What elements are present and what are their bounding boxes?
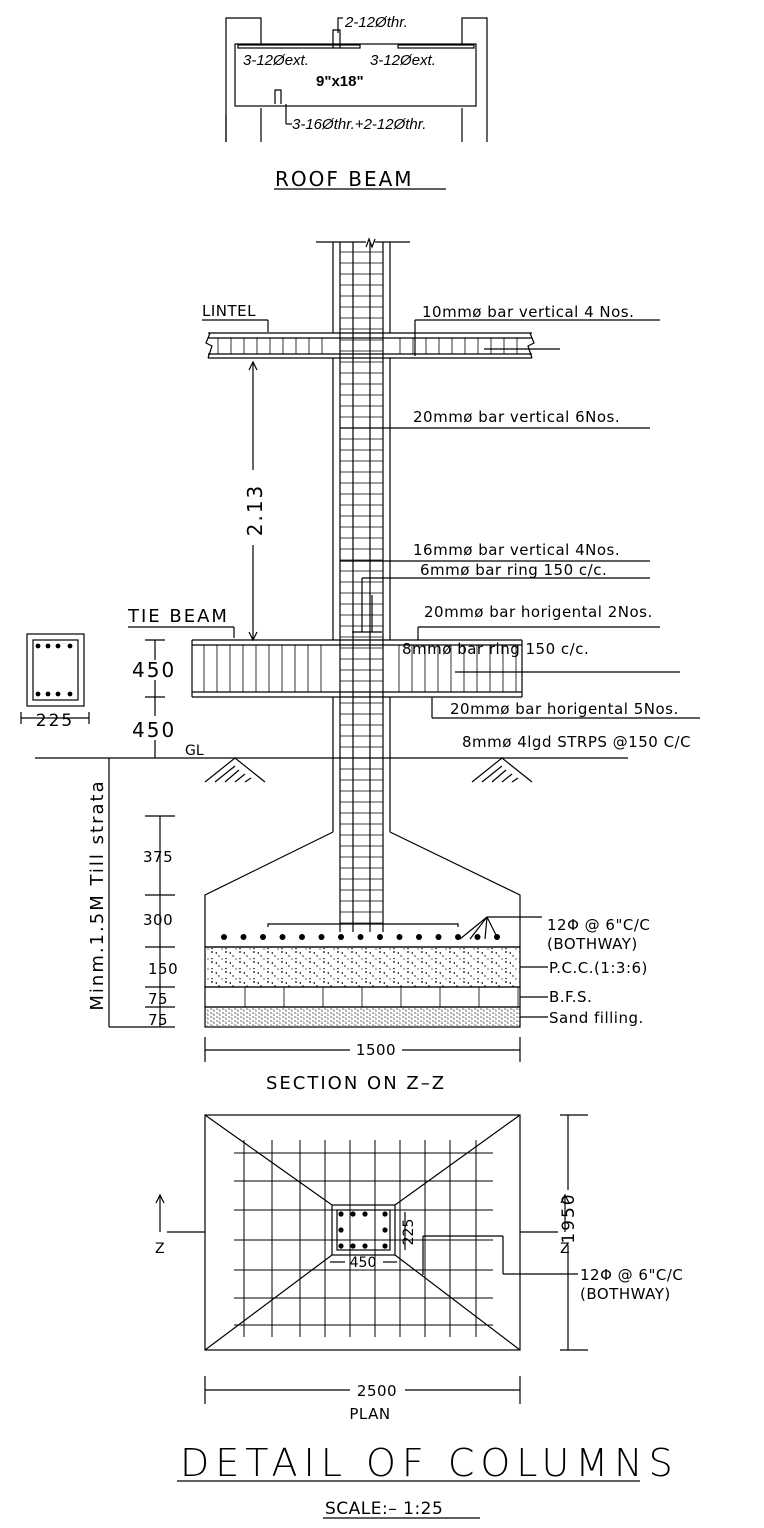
tie-bottom-note: 20mmø bar horigental 5Nos. — [450, 700, 679, 718]
lintel-note: 10mmø bar vertical 4 Nos. — [422, 303, 634, 321]
plan-bar-note: 12Φ @ 6"C/C — [580, 1266, 683, 1284]
bfs-label: B.F.S. — [549, 988, 592, 1006]
dim-450-top: 450 — [132, 658, 176, 682]
sand-label: Sand filling. — [549, 1009, 644, 1027]
section-title: SECTION ON Z–Z — [266, 1073, 446, 1094]
section-mark-right: Z — [560, 1241, 570, 1257]
labels: 2-12Øthr. 3-12Øext. 3-12Øext. 9"x18" 3-1… — [36, 14, 691, 1519]
column-ties — [340, 251, 383, 924]
height-label: 2.13 — [243, 484, 267, 537]
tie-beam-label: TIE BEAM — [127, 606, 229, 627]
tie-top-note: 20mmø bar horigental 2Nos. — [424, 603, 653, 621]
section-mark-left: Z — [155, 1241, 165, 1257]
tie-section-width: 225 — [36, 711, 74, 731]
roof-right-label: 3-12Øext. — [370, 52, 436, 69]
lintel-beam — [202, 319, 660, 359]
scale-label: SCALE:– 1:25 — [325, 1499, 443, 1519]
sheet-title: DETAIL OF COLUMNS — [180, 1441, 679, 1485]
footing-depth-dims — [145, 815, 175, 1027]
ground-line — [35, 757, 628, 1028]
lintel-label: LINTEL — [202, 302, 256, 320]
plan-col-depth: 225 — [401, 1219, 417, 1246]
footing-section — [204, 831, 548, 1028]
plan-title: PLAN — [349, 1405, 390, 1423]
column-elevation — [316, 237, 410, 932]
stirrup-note: 8mmø 4lgd STRPS @150 C/C — [462, 733, 691, 751]
footing-width-dim — [204, 1037, 521, 1062]
roof-size-label: 9"x18" — [316, 73, 364, 90]
vertical-bar-note: 16mmø bar vertical 4Nos. — [413, 541, 620, 559]
plan-width-dim — [204, 1376, 521, 1404]
roof-beam-section — [225, 17, 488, 190]
column-bar-note: 20mmø bar vertical 6Nos. — [413, 408, 620, 426]
dim-75b: 75 — [148, 1011, 168, 1029]
tie-depth-dims — [145, 639, 165, 758]
dim-150: 150 — [148, 960, 178, 978]
footing-width-label: 1500 — [356, 1041, 396, 1059]
plan-depth-label: 1950 — [559, 1192, 579, 1243]
strata-label: Minm.1.5M Till strata — [87, 779, 108, 1010]
roof-bottom-label: 3-16Øthr.+2-12Øthr. — [292, 116, 426, 133]
tie-beam — [128, 626, 700, 719]
column-leaders — [340, 427, 650, 633]
tie-ring-note: 8mmø bar ring 150 c/c. — [402, 640, 589, 658]
ground-level-label: GL — [185, 743, 204, 759]
plan-width-label: 2500 — [357, 1382, 397, 1400]
tie-beam-cross-section — [20, 633, 90, 724]
footing-bar-note2: (BOTHWAY) — [547, 935, 638, 953]
footing-bar-note: 12Φ @ 6"C/C — [547, 916, 650, 934]
roof-top-label: 2-12Øthr. — [344, 14, 408, 31]
dim-375: 375 — [143, 848, 173, 866]
plan-bar-note2: (BOTHWAY) — [580, 1285, 671, 1303]
dim-450-bottom: 450 — [132, 718, 176, 742]
roof-left-label: 3-12Øext. — [243, 52, 309, 69]
roof-beam-title: ROOF BEAM — [275, 167, 414, 191]
dim-75a: 75 — [148, 990, 168, 1008]
dim-300: 300 — [143, 911, 173, 929]
footing-plan — [155, 1114, 588, 1351]
ring-note: 6mmø bar ring 150 c/c. — [420, 561, 607, 579]
pcc-label: P.C.C.(1:3:6) — [549, 959, 648, 977]
plan-col-width: 450 — [350, 1255, 377, 1271]
